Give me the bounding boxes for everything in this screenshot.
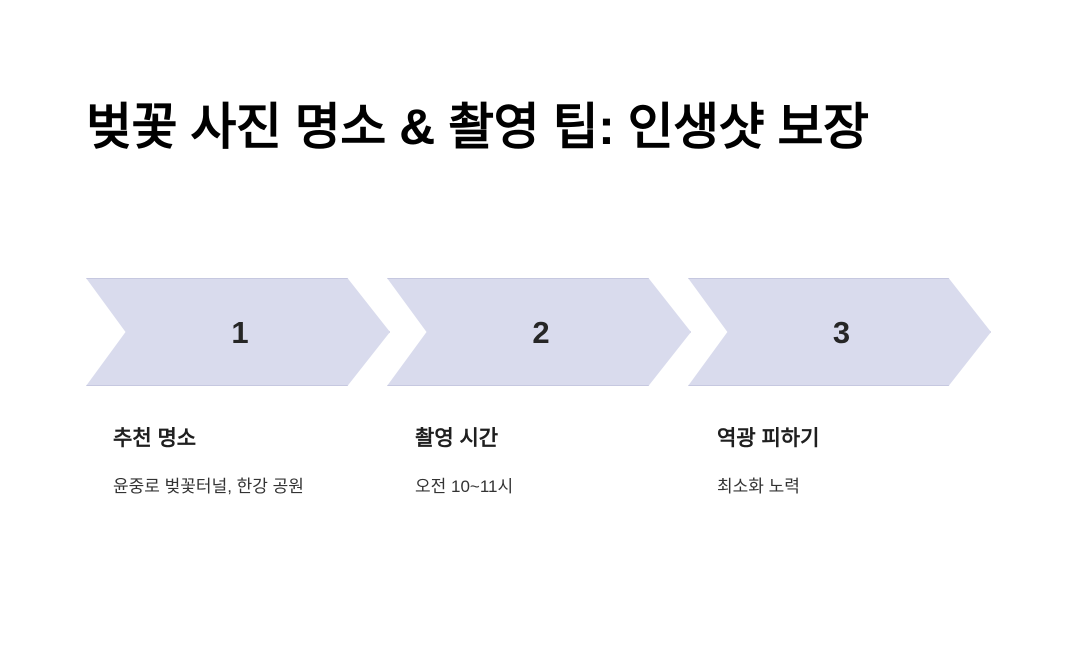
step-number-3: 3 [832,314,851,350]
step-title-3: 역광 피하기 [717,427,820,450]
process-step-descriptions: 추천 명소 윤중로 벚꽃터널, 한강 공원 촬영 시간 오전 10~11시 역광… [86,425,1004,595]
page-title: 벚꽃 사진 명소 & 촬영 팁: 인생샷 보장 [86,98,869,155]
step-number-1: 1 [231,314,249,350]
step-description-3: 최소화 노력 [717,477,800,497]
step-description-2: 오전 10~11시 [415,477,514,497]
step-column-1: 추천 명소 윤중로 벚꽃터널, 한강 공원 [113,425,363,502]
step-column-2: 촬영 시간 오전 10~11시 [415,425,665,502]
process-chevron-band: 1 2 3 [86,278,991,386]
step-number-2: 2 [532,314,550,350]
step-title-2: 촬영 시간 [415,427,499,450]
process-step-chevron-3[interactable]: 3 [688,278,991,386]
process-step-chevron-1[interactable]: 1 [86,278,390,386]
step-title-1: 추천 명소 [113,427,197,450]
process-step-chevron-2[interactable]: 2 [387,278,691,386]
step-description-1: 윤중로 벚꽃터널, 한강 공원 [113,477,304,497]
step-column-3: 역광 피하기 최소화 노력 [717,425,967,502]
